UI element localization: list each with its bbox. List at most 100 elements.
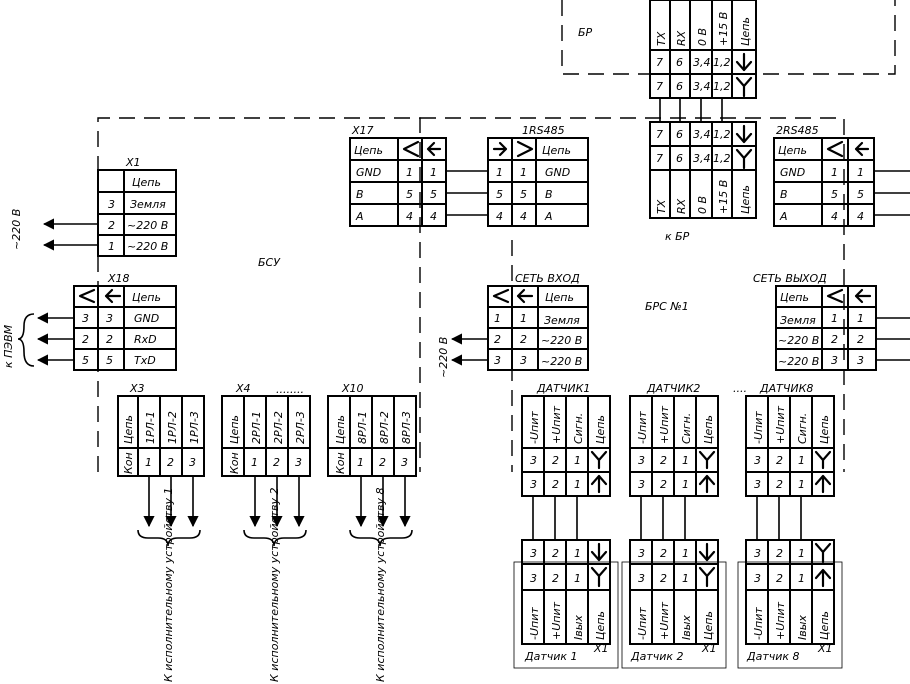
rs485-1-cell: 4 <box>496 210 503 223</box>
plug-fork-icon <box>735 76 753 98</box>
rs485-1-header: Цепь <box>542 144 571 157</box>
sensor-head-cell: 3 <box>530 478 537 491</box>
br-bottom-cell: 3,4 <box>693 128 711 141</box>
socket-up-icon <box>814 568 832 588</box>
sensor-bottom-cell: 1 <box>574 572 581 585</box>
sensor-head-header: -Uпит <box>636 411 649 444</box>
socket-up-icon <box>814 474 832 494</box>
sensor-bottom-header: Iвых <box>572 615 585 640</box>
br-top-15v: +15 В <box>717 12 730 46</box>
socket-down-icon <box>735 52 753 72</box>
x4-header: 2РЛ-3 <box>294 411 307 444</box>
sensor-head-title: ДАТЧИК8 <box>759 382 813 395</box>
sensor-bottom-header: -Uпит <box>636 607 649 640</box>
plug-left-icon <box>78 288 96 304</box>
socket-up-icon <box>590 474 608 494</box>
sensor-bottom-header: -Uпит <box>752 607 765 640</box>
rs485-1-cell: 5 <box>520 188 527 201</box>
sensor-bottom-1: 3 2 1 3 2 1 -Uпит +Uпит Iвых Цепь Датчик… <box>513 539 619 669</box>
net-out-cell: 2 <box>857 333 864 346</box>
sensor-link-wires <box>532 496 802 540</box>
sensor-head-cell: 1 <box>682 454 689 467</box>
sensor-head-header: Сигн. <box>796 413 809 444</box>
br-bottom-cell: 6 <box>676 152 683 165</box>
br-bottom-15v: +15 В <box>717 180 730 214</box>
plug-left-icon <box>826 288 844 304</box>
x10-connector: X10 Цепь 8РЛ-1 8РЛ-2 8РЛ-3 Кон 1 2 3 <box>327 382 417 477</box>
br-top-0v: 0 В <box>696 28 709 46</box>
socket-left-icon <box>854 288 872 304</box>
sensor-bottom-cell: 3 <box>530 572 537 585</box>
x1-cell: ~220 В <box>127 240 168 253</box>
socket-down-icon <box>590 542 608 562</box>
sensor-head-header: -Uпит <box>528 411 541 444</box>
br-top-cell: 7 <box>656 80 663 93</box>
plug-left-icon <box>826 140 844 158</box>
x10-pin: 1 <box>357 456 364 469</box>
rs485-2-wires <box>874 170 910 216</box>
x17-title: X17 <box>351 124 374 137</box>
sensor-bottom-cell: 3 <box>754 547 761 560</box>
socket-down-icon <box>735 124 753 144</box>
sensor-head-cell: 3 <box>754 478 761 491</box>
sensor-bottom-header: Цепь <box>594 611 607 640</box>
x3-pin: 3 <box>189 456 196 469</box>
sensor-head-2: ДАТЧИК2 -Uпит +Uпит Сигн. Цепь 3 2 1 3 2… <box>629 382 719 497</box>
sensor-bottom-header: +Uпит <box>774 601 787 640</box>
sensor-bottom-x: X1 <box>817 642 833 655</box>
rs485-1-cell: 5 <box>496 188 503 201</box>
sensor-head-header: +Uпит <box>774 405 787 444</box>
plug-fork-icon <box>698 450 716 470</box>
net-out-cell: ~220 В <box>778 334 819 347</box>
plug-fork-icon <box>590 450 608 470</box>
x17-rs485-wires <box>446 170 488 216</box>
x17-cell: B <box>356 188 364 201</box>
br-bottom-cell: 6 <box>676 128 683 141</box>
br-top-rx: RX <box>675 30 688 46</box>
rs485-1-cell: 1 <box>520 166 527 179</box>
socket-right-icon <box>492 141 508 157</box>
br-bottom-rx: RX <box>675 198 688 214</box>
sensor-bottom-cell: 3 <box>638 547 645 560</box>
plug-fork-icon <box>590 566 608 588</box>
x4-header: Цепь <box>228 415 241 444</box>
sensor-bottom-cell: 2 <box>776 572 783 585</box>
plug-left-icon <box>492 288 510 304</box>
block-outlines <box>97 0 896 472</box>
sensor-bottom-cell: 2 <box>552 547 559 560</box>
sensor-bottom-cell: 1 <box>682 547 689 560</box>
x3-pin: 1 <box>145 456 152 469</box>
sensor-bottom-caption: Датчик 1 <box>524 650 578 663</box>
sensor-bottom-8: 3 2 1 3 2 1 -Uпит +Uпит Iвых Цепь Датчик… <box>737 539 843 669</box>
x3-pin: 2 <box>167 456 174 469</box>
net-in-cell: 1 <box>494 312 501 325</box>
x18-cell: 5 <box>82 354 89 367</box>
sensor-head-1: ДАТЧИК1 -Uпит +Uпит Сигн. Цепь 3 2 1 3 2… <box>521 382 611 497</box>
net-out-cell: 1 <box>831 312 838 325</box>
rs485-2-connector: 2RS485 Цепь GND 1 1 B 5 5 A 4 4 <box>773 124 875 227</box>
x17-cell: 5 <box>406 188 413 201</box>
socket-left-icon <box>516 288 534 304</box>
power-220v-left-label: ~220 В <box>10 209 23 250</box>
plug-right-icon <box>516 140 534 158</box>
x1-cell: ~220 В <box>127 219 168 232</box>
sensor-bottom-header: +Uпит <box>658 601 671 640</box>
x10-header: 8РЛ-1 <box>356 411 369 444</box>
actuator-1-label: К исполнительному устройству 1 <box>162 488 175 682</box>
sensor-head-8: ДАТЧИК8 -Uпит +Uпит Сигн. Цепь 3 2 1 3 2… <box>745 382 835 497</box>
x17-cell: GND <box>356 166 381 179</box>
br-bottom-chain: Цепь <box>739 185 752 214</box>
x18-cell: 2 <box>82 333 89 346</box>
br-top-cell: 7 <box>656 56 663 69</box>
x18-cell: 3 <box>82 312 89 325</box>
sensor-head-header: Цепь <box>818 415 831 444</box>
net-in-cell: 3 <box>494 354 501 367</box>
sensor-bottom-caption: Датчик 2 <box>630 650 684 663</box>
br-top-cell: 6 <box>676 56 683 69</box>
br-bottom-cell: 1,2 <box>713 128 731 141</box>
rs485-1-title: 1RS485 <box>522 124 565 137</box>
relay-braces <box>137 529 413 547</box>
sensor-bottom-header: Iвых <box>796 615 809 640</box>
net-out-title: СЕТЬ ВЫХОД <box>753 272 827 285</box>
plug-fork-icon <box>735 148 753 170</box>
